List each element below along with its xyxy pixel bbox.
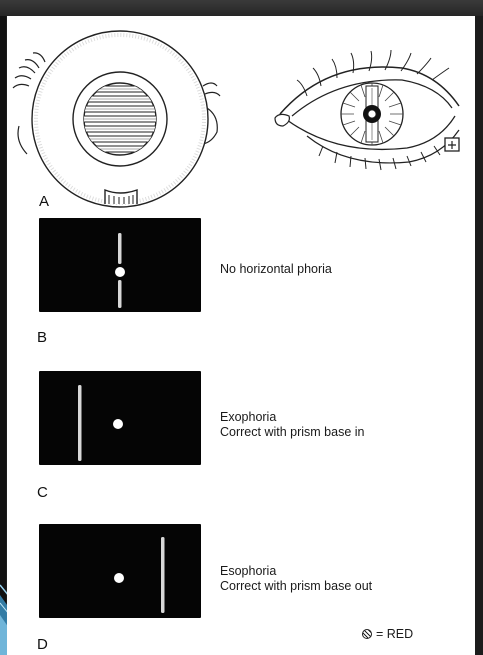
panel-d-caption-line1: Esophoria bbox=[220, 564, 276, 579]
panel-d-screen bbox=[39, 524, 201, 618]
panel-c-caption-line1: Exophoria bbox=[220, 410, 276, 425]
light-streak bbox=[118, 233, 122, 264]
legend-text: = RED bbox=[376, 627, 413, 641]
fixation-light bbox=[114, 573, 124, 583]
eye-icon bbox=[275, 50, 459, 170]
color-legend: = RED bbox=[362, 627, 413, 641]
panel-d-caption-line2: Correct with prism base out bbox=[220, 579, 372, 594]
left-dark-stripe bbox=[0, 16, 6, 655]
panel-a-letter: A bbox=[39, 194, 49, 209]
panel-d-letter: D bbox=[37, 637, 48, 652]
light-streak bbox=[78, 385, 82, 461]
fixation-light bbox=[115, 267, 125, 277]
panel-c-screen bbox=[39, 371, 201, 465]
panel-c-letter: C bbox=[37, 485, 48, 500]
red-light-symbol-icon bbox=[362, 629, 372, 639]
maddox-rod-occluder-icon bbox=[32, 31, 208, 207]
panel-a-illustration bbox=[7, 16, 475, 216]
panel-b-caption: No horizontal phoria bbox=[220, 262, 332, 277]
panel-c-caption-line2: Correct with prism base in bbox=[220, 425, 365, 440]
panel-b-letter: B bbox=[37, 330, 47, 345]
light-streak bbox=[161, 537, 165, 613]
panel-b-screen bbox=[39, 218, 201, 312]
figure-paper: A B No horizontal phoria C Exophoria Cor… bbox=[7, 16, 475, 655]
light-streak bbox=[118, 280, 122, 308]
fixation-light bbox=[113, 419, 123, 429]
top-bar bbox=[0, 0, 483, 16]
